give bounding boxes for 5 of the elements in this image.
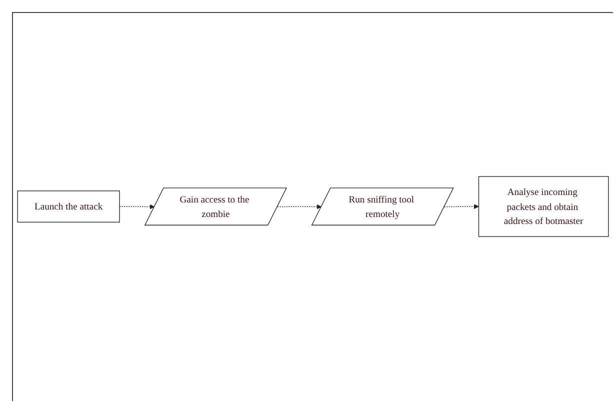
arrow xyxy=(119,204,155,210)
node-box: Launch the attack xyxy=(17,191,120,223)
arrow xyxy=(444,204,479,210)
node-box: Analyse incoming packets and obtain address of botmaster xyxy=(478,176,609,238)
arrow xyxy=(277,204,322,210)
